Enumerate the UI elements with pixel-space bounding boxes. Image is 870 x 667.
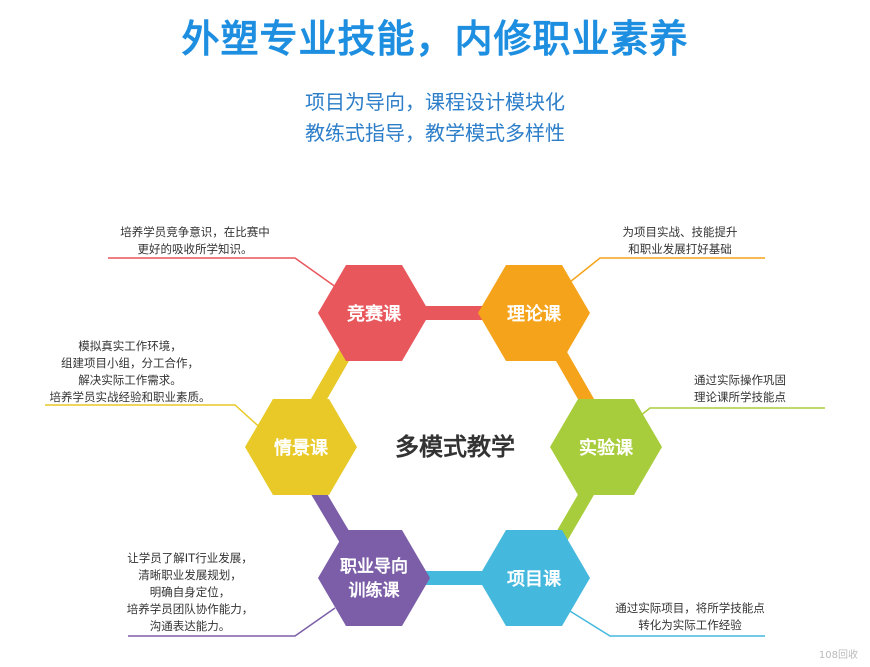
desc-career: 让学员了解IT行业发展， 清晰职业发展规划， 明确自身定位， 培养学员团队协作能… (100, 550, 280, 635)
subtitle-line-2: 教练式指导，教学模式多样性 (305, 121, 565, 145)
desc-career-line: 让学员了解IT行业发展， (127, 551, 253, 565)
hexagon-project (478, 530, 590, 626)
page-title: 外塑专业技能，内修职业素养 (181, 17, 689, 61)
hexagon-scenario (245, 399, 357, 495)
desc-career-line: 培养学员团队协作能力， (126, 602, 254, 616)
desc-experiment: 通过实际操作巩固 理论课所学技能点 (660, 372, 820, 406)
hexagon-experiment (550, 399, 662, 495)
label-project: 项目课 (507, 569, 562, 590)
hexagon-career (318, 530, 430, 626)
leader-project (564, 607, 765, 637)
label-scenario: 情景课 (274, 438, 329, 459)
desc-scenario-line: 模拟真实工作环境， (78, 339, 182, 353)
desc-scenario-line: 组建项目小组，分工合作， (61, 356, 199, 370)
desc-competition: 培养学员竞争意识，在比赛中 更好的吸收所学知识。 (110, 224, 280, 258)
desc-scenario: 模拟真实工作环境， 组建项目小组，分工合作， 解决实际工作需求。 培养学员实战经… (40, 338, 220, 406)
desc-project-line: 转化为实际工作经验 (638, 618, 742, 632)
label-career-line1: 职业导向 (340, 556, 408, 577)
desc-competition-line: 更好的吸收所学知识。 (137, 242, 253, 256)
desc-scenario-line: 解决实际工作需求。 (78, 373, 182, 387)
label-theory: 理论课 (507, 303, 562, 325)
leader-competition (108, 257, 341, 291)
desc-project: 通过实际项目，将所学技能点 转化为实际工作经验 (590, 600, 790, 634)
leader-scenario (45, 404, 266, 433)
desc-theory-line: 和职业发展打好基础 (628, 242, 732, 256)
leader-career (128, 607, 336, 637)
desc-competition-line: 培养学员竞争意识，在比赛中 (120, 225, 270, 239)
desc-career-line: 沟通表达能力。 (149, 619, 231, 633)
label-career-line2: 训练课 (349, 580, 401, 601)
hexagon-competition (318, 265, 430, 361)
label-experiment: 实验课 (579, 437, 634, 459)
center-label: 多模式教学 (395, 433, 515, 461)
desc-project-line: 通过实际项目，将所学技能点 (615, 601, 765, 615)
desc-theory: 为项目实战、技能提升 和职业发展打好基础 (590, 224, 770, 258)
desc-experiment-line: 理论课所学技能点 (694, 390, 786, 404)
leader-theory (559, 257, 765, 291)
subtitle-line-1: 项目为导向，课程设计模块化 (305, 90, 565, 114)
desc-career-line: 明确自身定位， (149, 585, 231, 599)
desc-experiment-line: 通过实际操作巩固 (694, 373, 786, 387)
hexagon-theory (478, 265, 590, 361)
label-competition: 竞赛课 (347, 303, 402, 325)
desc-career-line: 清晰职业发展规划， (138, 568, 242, 582)
watermark: 108回收 (818, 650, 858, 661)
desc-theory-line: 为项目实战、技能提升 (622, 225, 738, 239)
desc-scenario-line: 培养学员实战经验和职业素质。 (49, 390, 211, 404)
